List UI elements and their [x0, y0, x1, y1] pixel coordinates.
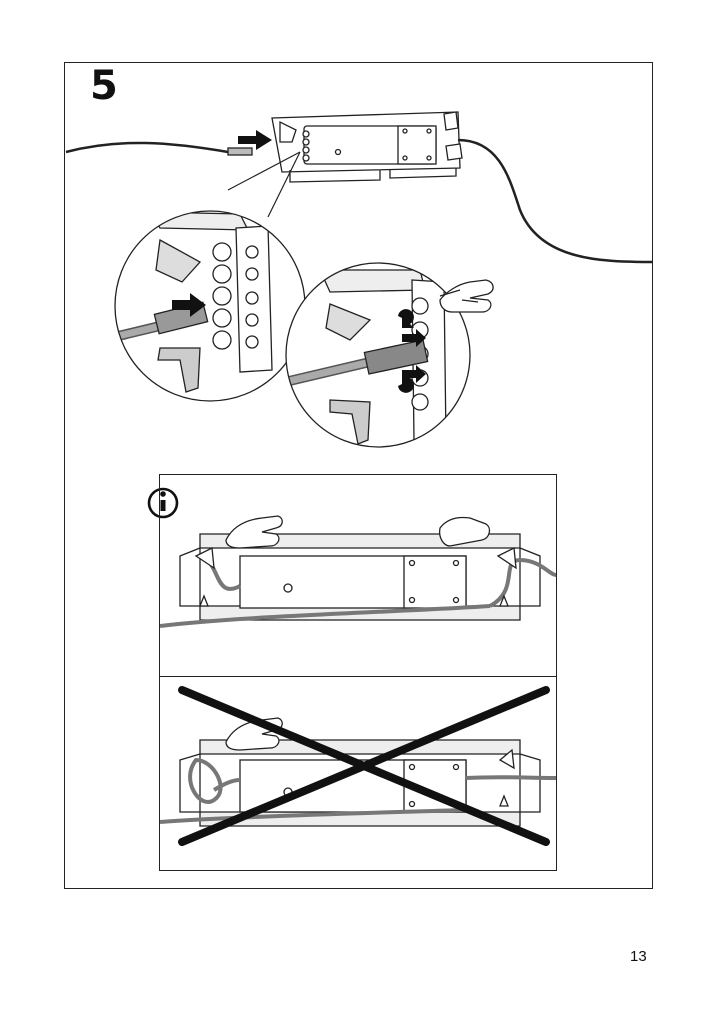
info-box [159, 474, 557, 871]
insert-arrow-icon [172, 293, 206, 317]
info-icon [147, 487, 179, 519]
plug [227, 147, 253, 156]
correct-installation [160, 533, 556, 628]
instruction-frame [64, 62, 653, 889]
page-number: 13 [630, 948, 647, 965]
rotate-arrow-icon [398, 309, 426, 393]
wrong-cross-icon [178, 686, 550, 846]
info-divider [160, 676, 556, 677]
detail-circle-tighten [286, 263, 470, 447]
top-overview [65, 111, 653, 264]
hand-pointing-icon [439, 279, 494, 313]
step-number: 5 [90, 63, 118, 109]
push-arrow-icon [238, 130, 272, 150]
detail-circle-insert [115, 211, 305, 401]
hand-pointing-icon [225, 515, 491, 549]
